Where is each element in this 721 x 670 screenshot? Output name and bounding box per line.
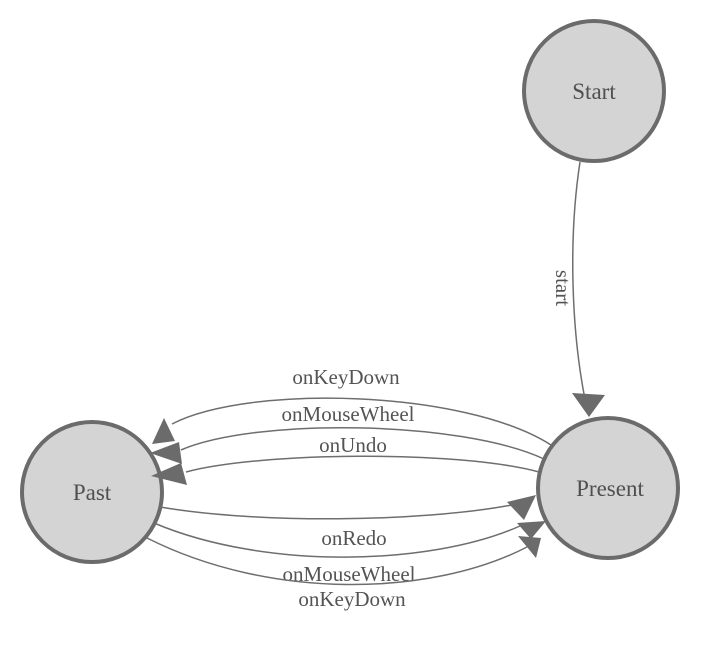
edge-onkeydown-bottom-label: onKeyDown (298, 587, 406, 611)
node-start-label: Start (572, 79, 616, 104)
arrowhead-left-icon (150, 442, 182, 464)
node-past[interactable]: Past (20, 420, 164, 564)
edge-onredo-label: onRedo (321, 526, 386, 550)
arrowhead-down-icon (572, 393, 605, 417)
edge-past-to-present-onkeydown: onKeyDown (146, 536, 541, 611)
arrowhead-down-right-icon (518, 536, 541, 558)
node-present-circle[interactable] (536, 416, 680, 560)
edge-onkeydown-top-label: onKeyDown (292, 365, 400, 389)
edge-present-to-past-onundo: onUndo (151, 433, 540, 485)
edge-present-to-past-onkeydown: onKeyDown (152, 365, 552, 446)
node-present-label: Present (576, 476, 644, 501)
edge-present-to-past-onkeydown-path (171, 397, 552, 446)
arrowhead-up-right-icon (507, 495, 536, 520)
edge-start-label: start (551, 270, 575, 306)
edge-present-to-past-onmousewheel: onMouseWheel (150, 402, 545, 464)
edge-past-to-present-onredo-path (159, 504, 513, 520)
node-past-label: Past (73, 480, 112, 505)
arrowhead-right-icon (517, 521, 546, 539)
edge-start-to-present-path (572, 161, 585, 395)
edge-past-to-present-onredo: onRedo (159, 495, 536, 550)
edge-past-to-present-onkeydown-path (146, 537, 528, 586)
edge-start-to-present: start (551, 161, 605, 417)
node-start[interactable]: Start (522, 19, 666, 163)
edge-past-to-present-onmousewheel: onMouseWheel (153, 521, 546, 586)
edge-present-to-past-onundo-path (185, 455, 540, 473)
arrowhead-up-icon (152, 418, 175, 444)
edge-onundo-label: onUndo (319, 433, 387, 457)
arrowhead-left-down-icon (151, 463, 187, 485)
node-past-circle[interactable] (20, 420, 164, 564)
edge-present-to-past-onmousewheel-path (180, 426, 545, 460)
node-start-circle[interactable] (522, 19, 666, 163)
edge-past-to-present-onmousewheel-path (153, 522, 521, 558)
edge-onmousewheel-top-label: onMouseWheel (282, 402, 415, 426)
node-present[interactable]: Present (536, 416, 680, 560)
